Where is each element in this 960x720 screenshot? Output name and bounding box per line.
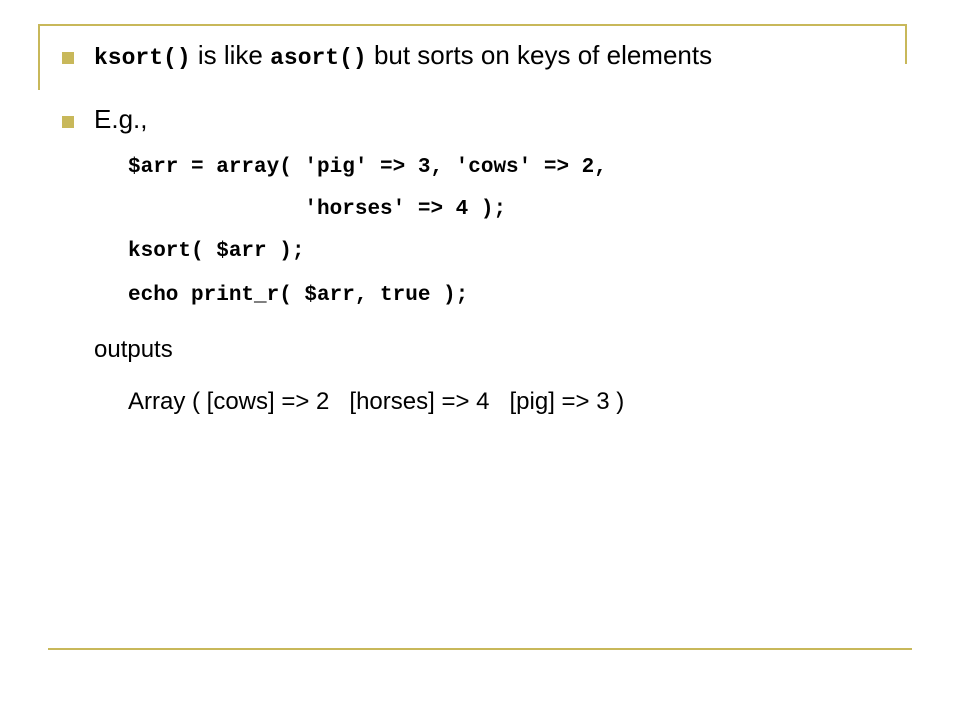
description-text-2: but sorts on keys of elements [366,40,713,70]
outputs-label: outputs [94,336,173,363]
top-rule [40,24,906,26]
left-rule [38,24,40,90]
description-text-1: is like [190,40,271,70]
code-line-4: echo print_r( $arr, true ); [128,284,469,307]
ksort-code: ksort() [94,45,191,71]
right-rule [905,24,907,64]
bottom-rule [48,648,912,650]
code-line-2: 'horses' => 4 ); [128,198,507,221]
bullet-square-icon [62,116,74,128]
bullet-ksort-description: ksort() is like asort() but sorts on key… [94,40,712,71]
output-line: Array ( [cows] => 2 [horses] => 4 [pig] … [128,388,625,415]
code-line-3: ksort( $arr ); [128,240,305,263]
bullet-square-icon [62,52,74,64]
example-label: E.g., [94,104,148,134]
asort-code: asort() [270,45,367,71]
code-line-1: $arr = array( 'pig' => 3, 'cows' => 2, [128,156,607,179]
